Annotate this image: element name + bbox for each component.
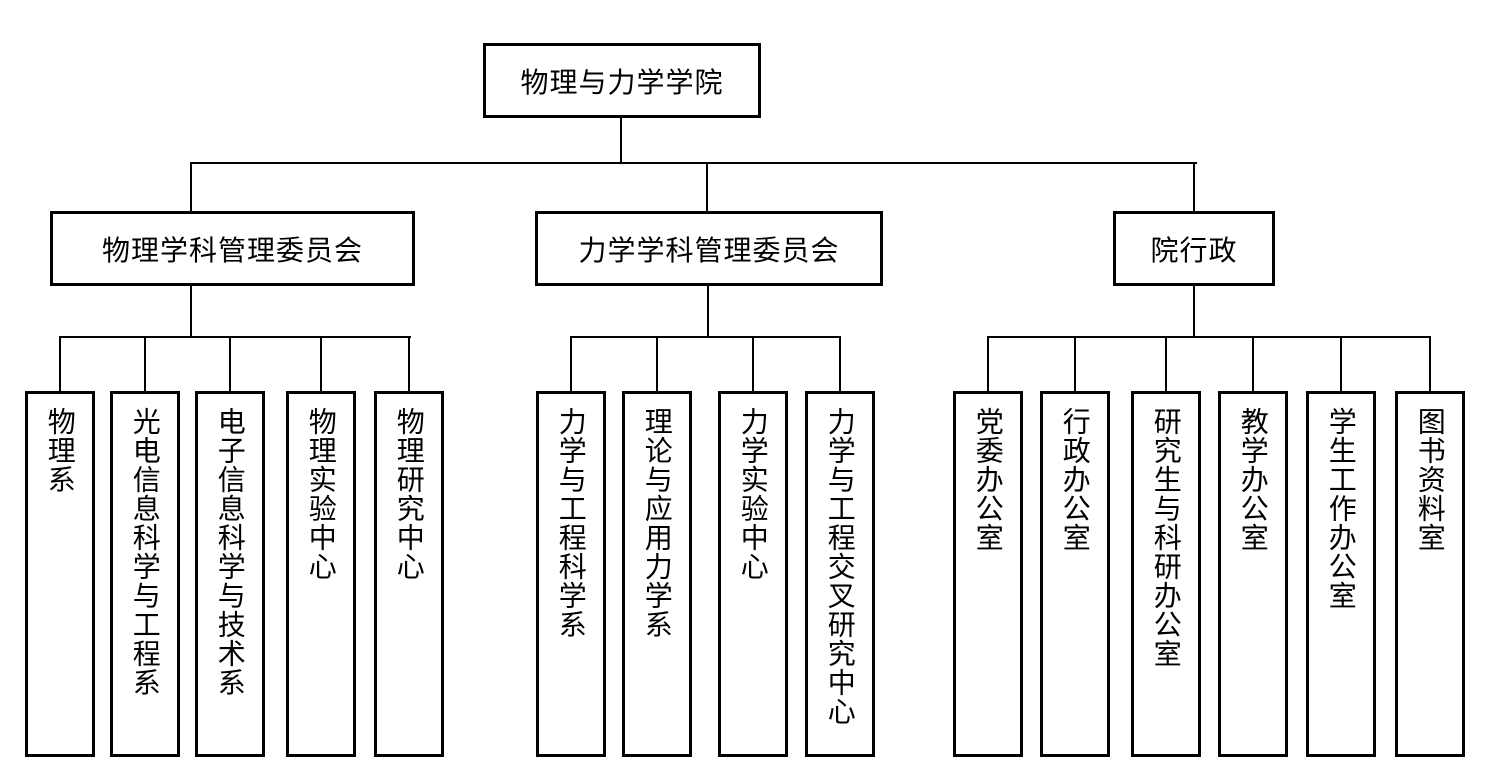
org-box-library-reference-room-label: 图书资料室 [1414, 407, 1446, 552]
org-box-electronic-info-sci-tech-dept-label: 电子信息科学与技术系 [214, 407, 246, 697]
connector-group2-drop-1 [570, 336, 572, 391]
org-box-graduate-research-office-label: 研究生与科研办公室 [1150, 407, 1182, 668]
connector-level1-rail [190, 162, 1197, 164]
connector-group3-stub [1193, 286, 1195, 338]
connector-group3-drop-1 [987, 336, 989, 391]
org-box-root-label: 物理与力学学院 [520, 66, 724, 98]
connector-group3-drop-5 [1340, 336, 1342, 391]
org-box-electronic-info-sci-tech-dept: 电子信息科学与技术系 [195, 391, 265, 757]
connector-drop-branch-2 [706, 162, 708, 211]
org-box-theoretical-applied-mechanics-dept: 理论与应用力学系 [622, 391, 692, 757]
org-box-mechanics-engineering-interdisciplinary-research-center: 力学与工程交叉研究中心 [805, 391, 875, 757]
org-box-teaching-office: 教学办公室 [1218, 391, 1288, 757]
connector-group3-drop-4 [1252, 336, 1254, 391]
connector-root-stub [620, 118, 622, 164]
org-box-mechanics-engineering-science-dept: 力学与工程科学系 [536, 391, 606, 757]
org-box-college-administration-label: 院行政 [1150, 234, 1238, 266]
connector-group1-drop-2 [144, 336, 146, 391]
org-box-physics-dept-label: 物理系 [44, 407, 76, 494]
org-box-optoelectronic-info-sci-eng-dept-label: 光电信息科学与工程系 [129, 407, 161, 697]
connector-group1-drop-3 [229, 336, 231, 391]
connector-group1-rail [59, 336, 411, 338]
connector-group1-stub [190, 286, 192, 338]
org-box-party-committee-office: 党委办公室 [953, 391, 1023, 757]
org-box-mechanics-committee: 力学学科管理委员会 [535, 211, 883, 286]
org-box-physics-experiment-center-label: 物理实验中心 [305, 407, 337, 581]
org-box-teaching-office-label: 教学办公室 [1237, 407, 1269, 552]
org-box-graduate-research-office: 研究生与科研办公室 [1131, 391, 1201, 757]
connector-group3-drop-3 [1165, 336, 1167, 391]
org-box-root: 物理与力学学院 [483, 43, 761, 118]
org-box-mechanics-experiment-center: 力学实验中心 [718, 391, 788, 757]
org-box-administrative-office-label: 行政办公室 [1059, 407, 1091, 552]
connector-group1-drop-4 [320, 336, 322, 391]
connector-group2-stub [707, 286, 709, 338]
org-box-physics-experiment-center: 物理实验中心 [286, 391, 356, 757]
org-box-physics-dept: 物理系 [25, 391, 95, 757]
org-box-mechanics-committee-label: 力学学科管理委员会 [578, 234, 840, 266]
org-box-party-committee-office-label: 党委办公室 [972, 407, 1004, 552]
org-box-student-affairs-office-label: 学生工作办公室 [1325, 407, 1357, 610]
org-box-optoelectronic-info-sci-eng-dept: 光电信息科学与工程系 [110, 391, 180, 757]
org-box-administrative-office: 行政办公室 [1040, 391, 1110, 757]
connector-group3-drop-2 [1074, 336, 1076, 391]
connector-group2-drop-4 [839, 336, 841, 391]
org-box-student-affairs-office: 学生工作办公室 [1306, 391, 1376, 757]
connector-group3-drop-6 [1429, 336, 1431, 391]
org-box-mechanics-experiment-center-label: 力学实验中心 [737, 407, 769, 581]
org-box-physics-committee-label: 物理学科管理委员会 [101, 234, 363, 266]
org-box-mechanics-engineering-science-dept-label: 力学与工程科学系 [555, 407, 587, 639]
connector-group2-drop-3 [752, 336, 754, 391]
org-box-library-reference-room: 图书资料室 [1395, 391, 1465, 757]
org-box-theoretical-applied-mechanics-dept-label: 理论与应用力学系 [641, 407, 673, 639]
org-box-physics-research-center: 物理研究中心 [374, 391, 444, 757]
connector-drop-branch-1 [190, 162, 192, 211]
connector-group3-rail [987, 336, 1431, 338]
org-box-college-administration: 院行政 [1113, 211, 1275, 286]
connector-group1-drop-1 [59, 336, 61, 391]
connector-group1-drop-5 [408, 336, 410, 391]
org-box-mechanics-engineering-interdisciplinary-research-center-label: 力学与工程交叉研究中心 [824, 407, 856, 726]
connector-group2-rail [570, 336, 841, 338]
org-box-physics-committee: 物理学科管理委员会 [50, 211, 415, 286]
connector-group2-drop-2 [656, 336, 658, 391]
org-box-physics-research-center-label: 物理研究中心 [393, 407, 425, 581]
connector-drop-branch-3 [1193, 162, 1195, 211]
